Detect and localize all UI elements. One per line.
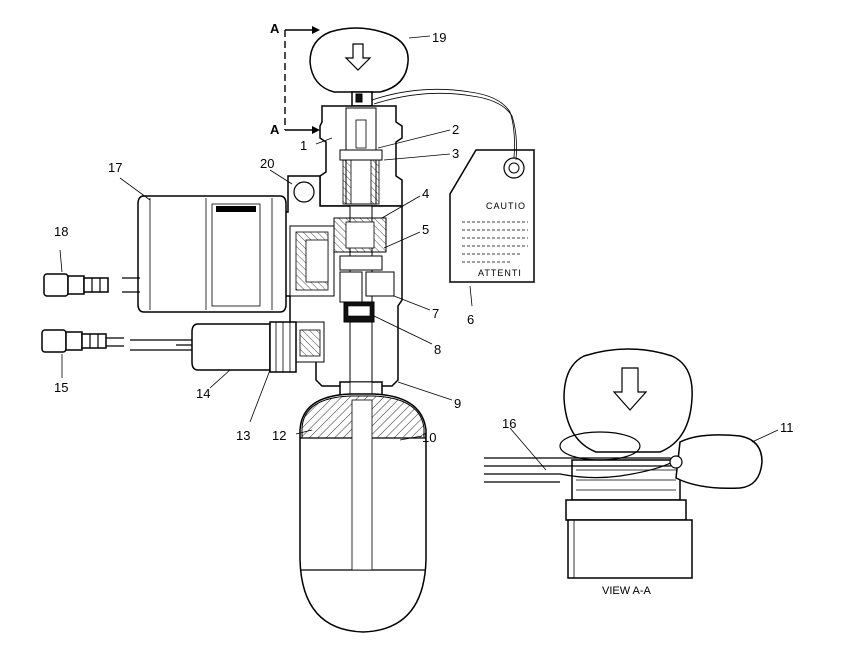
section-marker-top: A xyxy=(270,21,280,36)
connector-15 xyxy=(41,329,124,353)
view-a-a xyxy=(484,348,763,579)
callout-8: 8 xyxy=(434,342,441,357)
top-knob xyxy=(309,27,409,93)
callout-12: 12 xyxy=(272,428,286,443)
view-down-arrow-icon xyxy=(612,367,648,411)
section-line-a xyxy=(284,26,320,134)
callout-11: 11 xyxy=(780,420,794,435)
callout-16: 16 xyxy=(502,416,516,431)
caution-tag xyxy=(449,149,535,283)
section-marker-bottom: A xyxy=(270,122,280,137)
callout-10: 10 xyxy=(422,430,436,445)
callout-3: 3 xyxy=(452,146,459,161)
pressure-switch xyxy=(130,321,297,373)
callout-2: 2 xyxy=(452,122,459,137)
callout-9: 9 xyxy=(454,396,461,411)
down-arrow-icon xyxy=(344,43,372,71)
stem-pin xyxy=(355,93,363,103)
callout-5: 5 xyxy=(422,222,429,237)
callout-17: 17 xyxy=(108,160,122,175)
callout-7: 7 xyxy=(432,306,439,321)
solenoid xyxy=(122,195,287,313)
callout-1: 1 xyxy=(300,138,307,153)
cylinder xyxy=(299,393,427,633)
callout-18: 18 xyxy=(54,224,68,239)
callout-20: 20 xyxy=(260,156,274,171)
callout-13: 13 xyxy=(236,428,250,443)
valve-cap xyxy=(319,105,403,207)
view-caption: VIEW A-A xyxy=(602,585,652,597)
connector-18 xyxy=(43,273,109,297)
leader-lines xyxy=(59,35,779,471)
callout-4: 4 xyxy=(422,186,429,201)
valve-body xyxy=(283,175,403,387)
tag-caution-text: CAUTIO xyxy=(486,201,526,211)
callout-15: 15 xyxy=(54,380,68,395)
callout-19: 19 xyxy=(432,30,446,45)
callout-6: 6 xyxy=(467,312,474,327)
tag-attention-text: ATTENTI xyxy=(478,268,522,278)
callout-14: 14 xyxy=(196,386,210,401)
tag-wire xyxy=(371,88,515,159)
